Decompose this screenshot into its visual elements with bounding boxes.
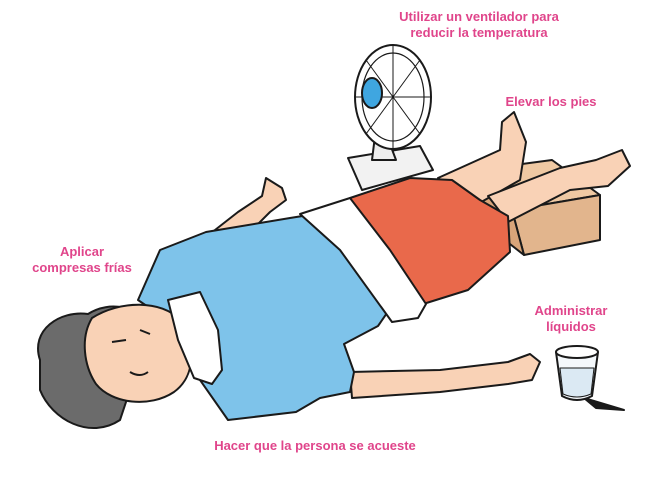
label-cold-compresses-line1: Aplicar xyxy=(59,244,105,259)
label-give-fluids-line1: Administrar xyxy=(534,303,608,318)
water-glass-icon xyxy=(555,345,625,411)
label-lie-down: Hacer que la persona se acueste xyxy=(205,438,425,454)
label-cold-compresses-line2: compresas frías xyxy=(32,260,132,275)
fan-icon xyxy=(347,44,434,191)
head xyxy=(37,303,193,430)
label-lie-down-text: Hacer que la persona se acueste xyxy=(214,438,416,453)
label-give-fluids-line2: líquidos xyxy=(546,319,596,334)
label-use-fan: Utilizar un ventilador para reducir la t… xyxy=(395,9,563,41)
legs xyxy=(437,111,631,223)
lower-arm xyxy=(349,353,541,399)
label-use-fan-line2: reducir la temperatura xyxy=(410,25,548,40)
towel-compress xyxy=(299,197,427,323)
label-give-fluids: Administrar líquidos xyxy=(525,303,617,335)
label-elevate-feet: Elevar los pies xyxy=(505,94,597,110)
label-elevate-feet-text: Elevar los pies xyxy=(505,94,597,109)
neck-compress xyxy=(167,291,223,385)
label-use-fan-line1: Utilizar un ventilador para xyxy=(399,9,559,24)
label-cold-compresses: Aplicar compresas frías xyxy=(22,244,142,276)
